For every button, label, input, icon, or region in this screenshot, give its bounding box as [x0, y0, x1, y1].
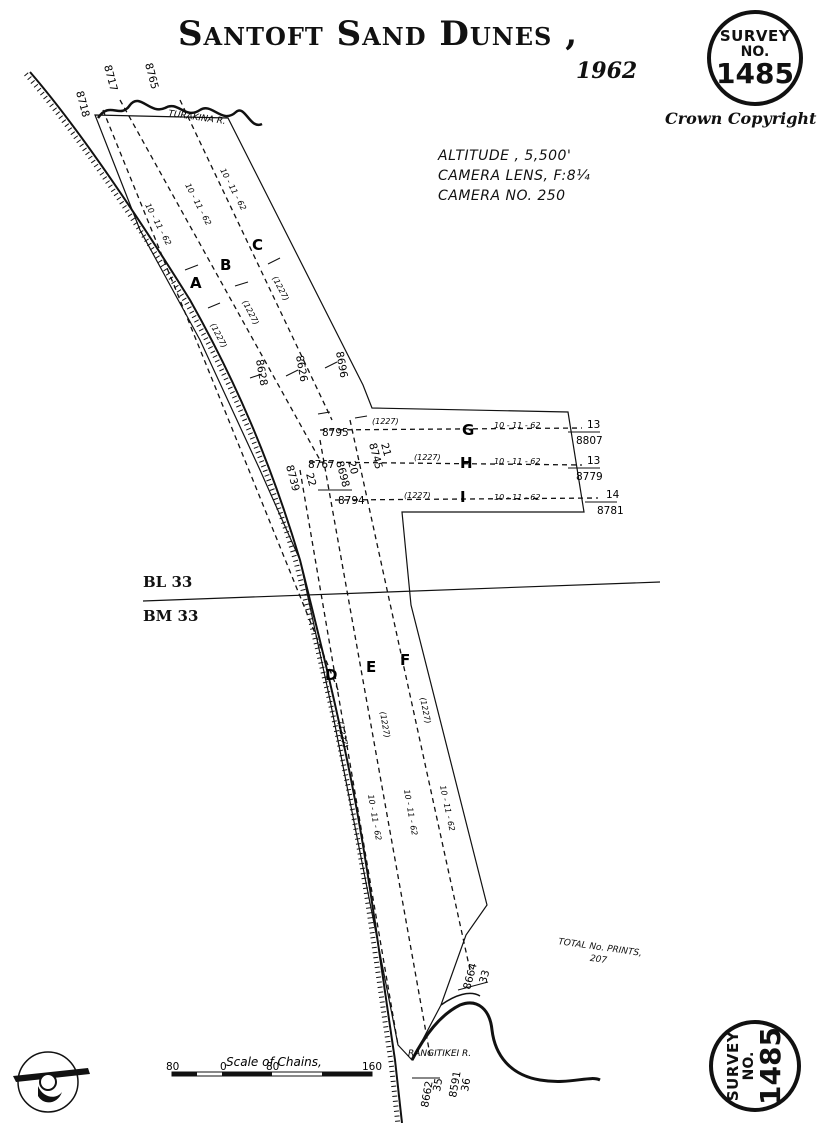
- run-h-end-count: 13: [587, 455, 600, 467]
- scale-tick-0: 80: [166, 1061, 179, 1073]
- run-g-end-print: 8807: [576, 435, 603, 447]
- run-h-film: (1227): [414, 453, 441, 462]
- run-a-start-print: 8718: [73, 90, 92, 119]
- coastline: [29, 71, 403, 1123]
- run-a-date: 10 - 11 - 62: [143, 202, 173, 247]
- run-f-date: 10 - 11 - 62: [438, 785, 456, 832]
- survey-number: 1485: [716, 56, 794, 90]
- run-i-film: (1227): [404, 491, 431, 500]
- survey-word-rotated: SURVEY: [723, 1030, 742, 1102]
- run-f-start-count: 21: [378, 442, 393, 458]
- run-c-label: C: [252, 236, 263, 254]
- zone-label-upper: BL 33: [143, 573, 193, 591]
- run-f-line: [349, 419, 471, 971]
- survey-year: 1962: [576, 58, 638, 84]
- run-d-end-print: 8662: [419, 1080, 435, 1108]
- run-c-film: (1227): [270, 275, 290, 303]
- survey-number-badge-rotated: SURVEY NO. 1485: [709, 1020, 801, 1112]
- run-i-label: I: [460, 488, 466, 506]
- run-b-date: 10 - 11 - 62: [183, 182, 213, 227]
- run-f-end-print: 8664: [461, 962, 480, 991]
- run-d-line: [299, 469, 399, 1046]
- run-e-date: 10 - 11 - 62: [402, 789, 419, 836]
- scale-bar: Scale of Chains, 80 0 80 160: [166, 1055, 382, 1077]
- flight-runs: [102, 99, 599, 1056]
- run-g-line: [319, 427, 583, 431]
- run-h-start-print: 8767: [308, 459, 335, 471]
- aerial-mapping-logo-icon: [13, 1051, 90, 1113]
- run-g-start-print: 8795: [322, 427, 349, 439]
- rangitikei-river-bank: [440, 992, 481, 1006]
- run-e-start-count: 20: [345, 460, 360, 476]
- rangitikei-river-label: RANGITIKEI R.: [408, 1049, 471, 1059]
- run-h-line: [309, 461, 583, 466]
- run-f-label: F: [400, 651, 410, 669]
- run-e-end-print: 8591: [447, 1070, 463, 1098]
- run-a-line: [102, 109, 339, 691]
- survey-number-rotated: 1485: [753, 1027, 787, 1105]
- scale-label: Scale of Chains,: [226, 1055, 322, 1069]
- run-a-film: (1227): [208, 322, 228, 350]
- zone-boundary-line: [142, 581, 661, 602]
- run-g-film: (1227): [372, 417, 399, 426]
- run-a-label: A: [190, 274, 202, 292]
- run-f-end-count: 33: [477, 969, 492, 985]
- turakina-river: [96, 99, 263, 127]
- survey-word: SURVEY: [719, 26, 791, 45]
- run-g-end-count: 13: [587, 419, 600, 431]
- altitude-note: ALTITUDE , 5,500': [438, 148, 572, 164]
- run-d-start-count: 22: [303, 472, 318, 488]
- run-b-line: [119, 99, 321, 461]
- map-title: Santoft Sand Dunes ,: [178, 14, 579, 54]
- scale-tick-1: 0: [220, 1061, 227, 1073]
- camera-lens-note: CAMERA LENS, F:8¼: [438, 168, 591, 184]
- run-i-start-print: 8794: [338, 495, 365, 507]
- run-d-start-print: 8739: [283, 464, 302, 493]
- run-e-label: E: [366, 658, 376, 676]
- run-d-label: D: [325, 666, 337, 684]
- run-b-label: B: [220, 256, 231, 274]
- run-b-start-print: 8717: [101, 64, 120, 93]
- run-b-end-print: 8626: [293, 354, 310, 383]
- survey-no-label: NO.: [740, 43, 770, 60]
- run-h-end-print: 8779: [576, 471, 603, 483]
- photo-center-ticks: [184, 257, 617, 1079]
- run-h-label: H: [460, 454, 473, 472]
- run-a-end-print: 8628: [253, 358, 269, 386]
- run-c-end-print: 8696: [333, 350, 350, 379]
- run-d-film: (1227): [336, 721, 349, 749]
- run-e-film: (1227): [378, 711, 391, 739]
- camera-number-note: CAMERA NO. 250: [438, 188, 566, 204]
- run-d-date: 10 - 11 - 62: [366, 794, 383, 841]
- run-g-label: G: [462, 421, 474, 439]
- run-g-date: 10 - 11 - 62: [494, 421, 540, 430]
- run-h-date: 10 - 11 - 62: [494, 457, 540, 466]
- copyright-note: Crown Copyright: [665, 109, 817, 128]
- survey-number-badge: SURVEY NO. 1485: [707, 10, 803, 106]
- zone-label-lower: BM 33: [143, 607, 199, 625]
- scale-tick-3: 160: [362, 1061, 382, 1073]
- run-i-line: [334, 497, 599, 501]
- run-i-date: 10 - 11 - 62: [494, 493, 540, 502]
- run-e-end-count: 36: [459, 1077, 473, 1093]
- run-i-end-print: 8781: [597, 505, 624, 517]
- survey-area-outline: [94, 114, 585, 1062]
- rangitikei-river: [410, 1001, 601, 1083]
- run-c-start-print: 8765: [142, 62, 161, 91]
- run-f-film: (1227): [418, 697, 432, 725]
- run-i-end-count: 14: [606, 489, 620, 501]
- scale-tick-2: 80: [266, 1061, 279, 1073]
- run-d-end-count: 35: [431, 1077, 445, 1092]
